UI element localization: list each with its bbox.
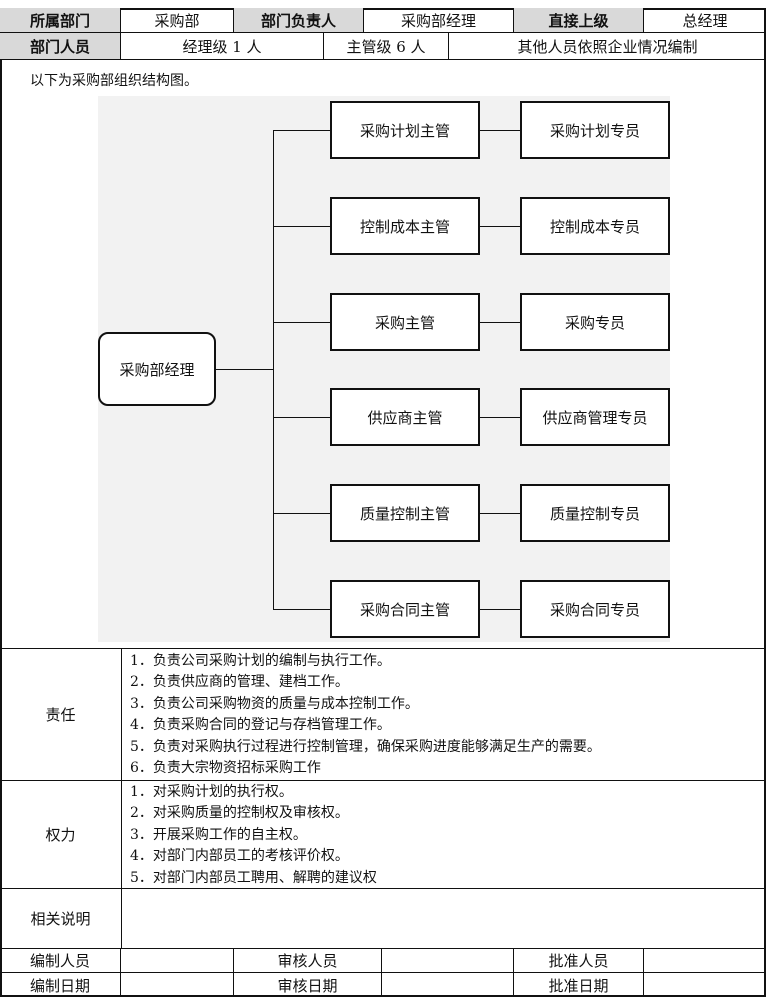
specialist-node: 质量控制专员 — [520, 484, 670, 542]
branch-connector — [273, 513, 330, 514]
specialist-connector — [480, 226, 520, 227]
list-item: 2．负责供应商的管理、建档工作。 — [130, 674, 349, 691]
reviewed-by-value — [382, 949, 514, 972]
trunk-line — [273, 130, 274, 610]
supervisor-count: 主管级 6 人 — [324, 33, 449, 59]
approved-by-value — [644, 949, 766, 972]
dept-head-value: 采购部经理 — [364, 8, 514, 32]
compiled-date-value — [121, 973, 234, 997]
supervisor-node: 供应商主管 — [330, 388, 480, 446]
reviewed-by-label: 审核人员 — [234, 949, 382, 972]
document-frame — [0, 8, 766, 997]
specialist-connector — [480, 609, 520, 610]
supervisor-node: 采购主管 — [330, 293, 480, 351]
list-item: 4．负责采购合同的登记与存档管理工作。 — [130, 717, 391, 734]
root-connector — [216, 369, 273, 370]
authority-label: 权力 — [0, 781, 122, 888]
supervisor-node: 采购合同主管 — [330, 580, 480, 638]
supervisor-node: 质量控制主管 — [330, 484, 480, 542]
approved-by-label: 批准人员 — [514, 949, 644, 972]
branch-connector — [273, 322, 330, 323]
staffing-note: 其他人员依照企业情况编制 — [517, 37, 698, 56]
supervisor-node: 控制成本主管 — [330, 197, 480, 255]
notes-section: 相关说明 — [0, 888, 766, 948]
dept-head-label: 部门负责人 — [234, 8, 364, 32]
compiled-by-label: 编制人员 — [0, 949, 121, 972]
list-item: 2．对采购质量的控制权及审核权。 — [130, 805, 349, 822]
branch-connector — [273, 417, 330, 418]
list-item: 1．负责公司采购计划的编制与执行工作。 — [130, 653, 391, 669]
manager-count: 经理级 1 人 — [121, 33, 324, 59]
header-row-1: 所属部门 采购部 部门负责人 采购部经理 直接上级 总经理 — [0, 8, 766, 33]
header-row-2: 部门人员 经理级 1 人 主管级 6 人 其他人员依照企业情况编制 — [0, 33, 766, 60]
approved-date-value — [644, 973, 766, 997]
footer-row-2: 编制日期 审核日期 批准日期 — [0, 972, 766, 997]
compiled-by-value — [121, 949, 234, 972]
list-item: 6．负责大宗物资招标采购工作 — [130, 760, 321, 777]
superior-value: 总经理 — [682, 11, 728, 30]
org-root-node: 采购部经理 — [98, 332, 216, 406]
specialist-node: 供应商管理专员 — [520, 388, 670, 446]
specialist-connector — [480, 130, 520, 131]
authority-section: 权力 1．对采购计划的执行权。 2．对采购质量的控制权及审核权。 3．开展采购工… — [0, 780, 766, 888]
dept-value: 采购部 — [121, 8, 234, 32]
specialist-connector — [480, 513, 520, 514]
responsibilities-section: 责任 1．负责公司采购计划的编制与执行工作。 2．负责供应商的管理、建档工作。 … — [0, 648, 766, 780]
superior-label: 直接上级 — [514, 8, 644, 32]
supervisor-node: 采购计划主管 — [330, 101, 480, 159]
branch-connector — [273, 609, 330, 610]
compiled-date-label: 编制日期 — [0, 973, 121, 997]
branch-connector — [273, 130, 330, 131]
branch-connector — [273, 226, 330, 227]
dept-label: 所属部门 — [0, 8, 121, 32]
org-chart: 采购部经理 采购计划主管 采购计划专员 控制成本主管 控制成本专员 采购主管 采… — [98, 96, 670, 642]
specialist-node: 采购专员 — [520, 293, 670, 351]
approved-date-label: 批准日期 — [514, 973, 644, 997]
list-item: 1．对采购计划的执行权。 — [130, 784, 293, 800]
specialist-node: 控制成本专员 — [520, 197, 670, 255]
notes-label: 相关说明 — [0, 889, 122, 948]
list-item: 5．负责对采购执行过程进行控制管理，确保采购进度能够满足生产的需要。 — [130, 738, 601, 755]
list-item: 3．负责公司采购物资的质量与成本控制工作。 — [130, 695, 419, 712]
reviewed-date-label: 审核日期 — [234, 973, 382, 997]
footer-row-1: 编制人员 审核人员 批准人员 — [0, 948, 766, 972]
specialist-connector — [480, 322, 520, 323]
responsibilities-label: 责任 — [0, 649, 122, 780]
list-item: 3．开展采购工作的自主权。 — [130, 826, 307, 843]
specialist-node: 采购合同专员 — [520, 580, 670, 638]
staff-label: 部门人员 — [0, 33, 121, 59]
specialist-node: 采购计划专员 — [520, 101, 670, 159]
intro-text: 以下为采购部组织结构图。 — [30, 73, 198, 89]
reviewed-date-value — [382, 973, 514, 997]
list-item: 5．对部门内部员工聘用、解聘的建议权 — [130, 869, 377, 886]
specialist-connector — [480, 417, 520, 418]
list-item: 4．对部门内部员工的考核评价权。 — [130, 848, 349, 865]
